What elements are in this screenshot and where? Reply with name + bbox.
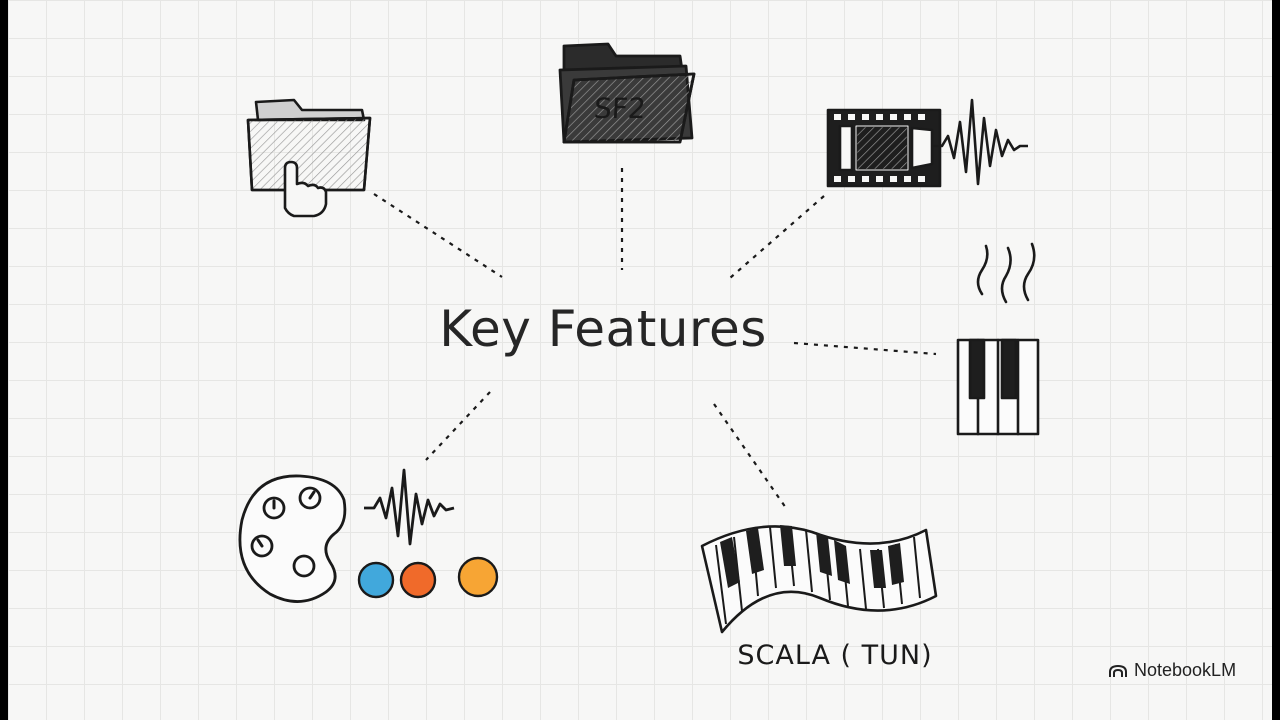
connector-film-wave — [729, 195, 825, 279]
piano-steam-icon — [956, 242, 1040, 436]
color-dot-yellow — [457, 556, 499, 598]
palette-knobs-icon — [238, 468, 499, 603]
color-dot-orange — [399, 561, 437, 599]
notebooklm-logo-icon — [1109, 664, 1127, 677]
sf2-label: SF2 — [592, 92, 647, 125]
connector-scala — [713, 403, 787, 509]
brand-watermark: NotebookLM — [1108, 660, 1236, 681]
diagram-artwork — [238, 42, 1040, 634]
page-title: Key Features — [439, 300, 767, 358]
slide: Key Features SF2 SCALA ( TUN) NotebookLM — [8, 0, 1272, 720]
scala-label: SCALA ( TUN) — [737, 640, 933, 671]
wavy-keyboard-icon — [700, 525, 938, 634]
film-waveform-icon — [826, 98, 1028, 188]
brand-name: NotebookLM — [1134, 660, 1237, 680]
sf2-folder-icon — [558, 42, 696, 144]
connector-folder-click — [373, 193, 503, 278]
folder-click-icon — [246, 98, 372, 218]
connector-piano-steam — [793, 341, 937, 356]
connector-palette — [425, 391, 491, 461]
color-dot-blue — [357, 561, 395, 599]
